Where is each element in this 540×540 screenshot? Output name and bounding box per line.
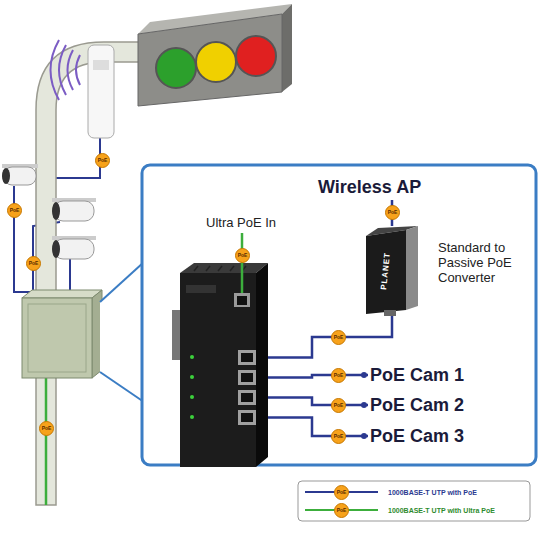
camera-wire xyxy=(69,258,71,292)
camera-name: PoE Cam 3 xyxy=(370,425,464,447)
cable-end-dot xyxy=(361,402,367,408)
vent-slit xyxy=(206,266,210,271)
legend-text: 1000BASE-T UTP with Ultra PoE xyxy=(388,506,495,515)
camera-lens xyxy=(52,240,60,258)
poe-port xyxy=(238,410,256,425)
poe-cable xyxy=(268,398,368,406)
din-rail-clip xyxy=(172,310,180,360)
status-led xyxy=(190,395,194,399)
yellow-light xyxy=(196,42,236,82)
switch-front xyxy=(180,273,256,467)
camera-label: PoE Cam 3 xyxy=(368,424,493,448)
red-light xyxy=(236,36,276,76)
port-socket xyxy=(241,413,253,422)
poe-port xyxy=(238,350,256,365)
pole xyxy=(36,42,140,505)
converter-side xyxy=(406,226,418,310)
access-point xyxy=(88,45,114,138)
radio-wave xyxy=(51,40,60,100)
status-led xyxy=(190,355,194,359)
switch-side xyxy=(256,263,268,467)
ultra-poe-wire xyxy=(45,378,48,505)
poe-cable xyxy=(268,418,368,437)
camera-name: PoE Cam 2 xyxy=(370,394,464,416)
poe-badge: PoE xyxy=(7,203,22,218)
input-label: Ultra PoE In xyxy=(206,215,276,230)
ap-panel xyxy=(93,60,109,70)
switch-drawing xyxy=(172,215,268,467)
poe-badge: PoE xyxy=(235,248,250,263)
uplink-port xyxy=(234,293,250,307)
camera-label: PoE Cam 2 xyxy=(368,393,493,417)
ultra-poe-wire xyxy=(241,233,244,295)
status-led xyxy=(190,415,194,419)
converter-label: Standard to Passive PoE Converter xyxy=(438,240,534,285)
camera-lens xyxy=(52,202,60,220)
light-housing-front xyxy=(138,14,282,106)
switch-top xyxy=(180,263,268,273)
poe-cable xyxy=(268,316,392,358)
camera-wire xyxy=(14,186,30,292)
radio-wave xyxy=(59,45,66,95)
camera-name: PoE Cam 1 xyxy=(370,364,464,386)
port-socket xyxy=(241,393,253,402)
green-light xyxy=(156,48,196,88)
poe-switch: Ultra PoE In xyxy=(172,215,268,467)
port-socket xyxy=(237,296,247,305)
poe-badge: PoE xyxy=(331,368,346,383)
light-housing-side xyxy=(282,4,292,92)
poe-converter: PLANETStandard to Passive PoE Converter xyxy=(362,226,422,316)
legend-box xyxy=(298,481,530,521)
poe-badge: PoE xyxy=(95,153,110,168)
vent-slit xyxy=(194,266,198,271)
callout-wedge xyxy=(100,262,144,402)
poe-badge: PoE xyxy=(331,330,346,345)
poe-badge: PoE xyxy=(334,485,349,500)
ap-wire xyxy=(56,138,100,178)
device-title: Wireless AP xyxy=(318,176,458,200)
model-panel xyxy=(186,285,216,293)
poe-badge: PoE xyxy=(26,256,41,271)
callout-line xyxy=(100,372,144,402)
vent-slit xyxy=(218,266,222,271)
converter-front xyxy=(366,230,406,314)
poe-port xyxy=(238,390,256,405)
camera-lens xyxy=(2,168,10,184)
poe-cable xyxy=(268,375,368,378)
port-socket xyxy=(241,373,253,382)
poe-badge: PoE xyxy=(331,398,346,413)
vent-slit xyxy=(230,266,234,271)
port-socket xyxy=(241,353,253,362)
poe-badge: PoE xyxy=(39,421,54,436)
radio-wave xyxy=(68,50,74,90)
radio-wave xyxy=(76,55,80,85)
converter-drawing xyxy=(362,226,422,316)
device-name: Wireless AP xyxy=(318,176,421,198)
camera-label: PoE Cam 1 xyxy=(368,363,493,387)
status-led xyxy=(190,375,194,379)
legend-text: 1000BASE-T UTP with PoE xyxy=(388,488,477,497)
cable-end-dot xyxy=(361,372,367,378)
poe-badge: PoE xyxy=(385,205,400,220)
cable-end-dot xyxy=(361,433,367,439)
cabinet-top xyxy=(22,290,102,298)
callout-line xyxy=(100,262,144,302)
cabinet-door xyxy=(28,304,86,372)
cabinet xyxy=(22,298,92,378)
poe-badge: PoE xyxy=(334,503,349,518)
converter-port xyxy=(384,310,396,316)
poe-port xyxy=(238,370,256,385)
poe-badge: PoE xyxy=(331,429,346,444)
